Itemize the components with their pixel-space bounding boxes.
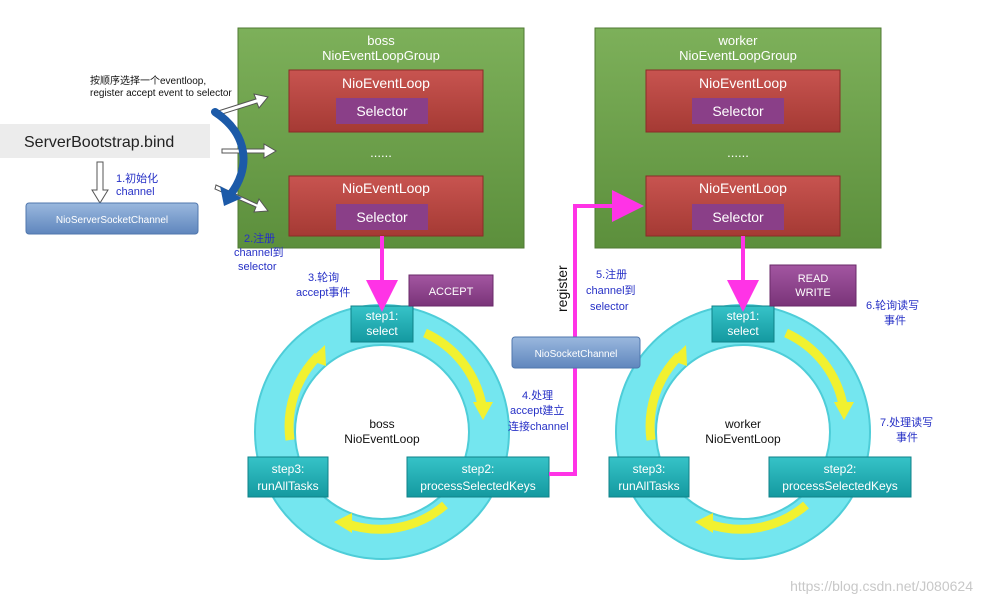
ring-arrow-icon bbox=[343, 501, 448, 534]
boss-group-subtitle: NioEventLoopGroup bbox=[322, 48, 440, 63]
worker-eventloop-1: NioEventLoop Selector bbox=[645, 69, 841, 133]
init-channel-label-line1: 1.初始化 bbox=[116, 171, 158, 185]
register-socket-label-line2: channel到 bbox=[586, 284, 636, 297]
worker-eventloop-1-selector bbox=[692, 98, 784, 124]
boss-eventloop-1: NioEventLoop Selector bbox=[288, 69, 484, 133]
worker-ellipsis: ...... bbox=[727, 145, 749, 160]
worker-step1-line1: step1: bbox=[727, 309, 760, 323]
nio-server-socket-channel bbox=[25, 202, 199, 235]
boss-eventloop-2-label: NioEventLoop bbox=[342, 180, 430, 196]
register-vertical-label: register bbox=[554, 265, 570, 312]
curved-blue-arrow-icon bbox=[211, 108, 248, 199]
process-rw-label-line2: 事件 bbox=[896, 431, 918, 444]
worker-step3-line2: runAllTasks bbox=[618, 479, 679, 493]
boss-step3-line1: step3: bbox=[272, 462, 305, 476]
worker-eventloop-2: NioEventLoop Selector bbox=[645, 175, 841, 237]
init-channel-label-line2: channel bbox=[116, 186, 155, 198]
boss-step1-line2: select bbox=[366, 324, 398, 338]
curved-blue-arrowhead-icon bbox=[220, 186, 242, 206]
worker-eventloop-2-label: NioEventLoop bbox=[699, 180, 787, 196]
boss-loop-center-line2: NioEventLoop bbox=[344, 432, 420, 446]
read-write-tag-line1: READ bbox=[798, 273, 829, 285]
poll-rw-label-line1: 6.轮询读写 bbox=[866, 298, 919, 312]
boss-eventloop-1-label: NioEventLoop bbox=[342, 75, 430, 91]
init-down-arrow-icon bbox=[91, 161, 109, 204]
process-accept-label-line3: 连接channel bbox=[508, 420, 569, 433]
boss-step2 bbox=[406, 456, 550, 498]
nio-socket-channel bbox=[511, 336, 641, 369]
ring-arrow-icon bbox=[704, 501, 809, 534]
worker-group-title: worker bbox=[717, 33, 758, 48]
worker-step3-line1: step3: bbox=[633, 462, 666, 476]
select-eventloop-note-line2: register accept event to selector bbox=[90, 88, 232, 99]
watermark: https://blog.csdn.net/J080624 bbox=[790, 578, 973, 594]
ring-arrowhead-icon bbox=[695, 513, 713, 533]
boss-step3-line2: runAllTasks bbox=[257, 479, 318, 493]
register-socket-label-line1: 5.注册 bbox=[596, 267, 627, 281]
boss-step2-line1: step2: bbox=[462, 462, 495, 476]
ring-arrowhead-icon bbox=[309, 345, 326, 366]
worker-eventloop-2-selector-label: Selector bbox=[712, 209, 764, 225]
ring-arrow-icon bbox=[423, 328, 487, 406]
ring-arrow-icon bbox=[784, 328, 848, 406]
poll-accept-label-line2: accept事件 bbox=[296, 286, 350, 299]
process-accept-label-line1: 4.处理 bbox=[522, 389, 553, 402]
register-channel-label-line2: channel到 bbox=[234, 246, 284, 259]
process-rw-label-line1: 7.处理读写 bbox=[880, 415, 933, 429]
boss-ellipsis: ...... bbox=[370, 145, 392, 160]
boss-group-title: boss bbox=[367, 33, 395, 48]
worker-group: worker NioEventLoopGroup NioEventLoop Se… bbox=[594, 27, 882, 249]
register-channel-label-line3: selector bbox=[238, 261, 277, 273]
poll-rw-label-line2: 事件 bbox=[884, 314, 906, 327]
accept-tag bbox=[408, 274, 494, 307]
ring-arrowhead-icon bbox=[834, 402, 854, 420]
boss-eventloop-2-selector bbox=[336, 204, 428, 230]
select-eventloop-note-line1: 按顺序选择一个eventloop, bbox=[90, 74, 206, 87]
boss-step1-line1: step1: bbox=[366, 309, 399, 323]
register-channel-label-line1: 2.注册 bbox=[244, 231, 275, 245]
ring-arrowhead-icon bbox=[670, 345, 687, 366]
ring-arrow-icon bbox=[284, 352, 322, 441]
worker-eventloop-2-selector bbox=[692, 204, 784, 230]
accept-tag-label: ACCEPT bbox=[429, 286, 474, 298]
worker-eventloop-1-label: NioEventLoop bbox=[699, 75, 787, 91]
boss-eventloop-2-selector-label: Selector bbox=[356, 209, 408, 225]
worker-step2-line2: processSelectedKeys bbox=[782, 479, 897, 493]
boss-step2-line2: processSelectedKeys bbox=[420, 479, 535, 493]
worker-group-subtitle: NioEventLoopGroup bbox=[679, 48, 797, 63]
boss-loop-center-line1: boss bbox=[369, 417, 394, 431]
select-arrow-2-icon bbox=[221, 143, 277, 159]
boss-eventloop-1-selector-label: Selector bbox=[356, 103, 408, 119]
worker-loop-center-line2: NioEventLoop bbox=[705, 432, 781, 446]
read-write-tag bbox=[769, 264, 857, 307]
poll-accept-label-line1: 3.轮询 bbox=[308, 270, 339, 284]
ring-arrowhead-icon bbox=[334, 513, 352, 533]
server-bootstrap-box bbox=[0, 124, 210, 158]
worker-step1 bbox=[711, 305, 775, 343]
worker-step2-line1: step2: bbox=[824, 462, 857, 476]
worker-loop-center-line1: worker bbox=[724, 417, 761, 431]
worker-step2 bbox=[768, 456, 912, 498]
process-accept-label-line2: accept建立 bbox=[510, 403, 564, 417]
ring-arrowhead-icon bbox=[473, 402, 493, 420]
nio-socket-channel-label: NioSocketChannel bbox=[535, 349, 618, 360]
read-write-tag-line2: WRITE bbox=[795, 287, 830, 299]
worker-step1-line2: select bbox=[727, 324, 759, 338]
ring-arrow-icon bbox=[645, 352, 683, 441]
boss-eventloop-2: NioEventLoop Selector bbox=[288, 175, 484, 237]
nio-server-socket-channel-label: NioServerSocketChannel bbox=[56, 215, 168, 226]
worker-step3 bbox=[608, 456, 690, 498]
boss-eventloop-1-selector bbox=[336, 98, 428, 124]
boss-step3 bbox=[247, 456, 329, 498]
server-bootstrap-label: ServerBootstrap.bind bbox=[24, 134, 174, 151]
register-socket-label-line3: selector bbox=[590, 301, 629, 313]
worker-eventloop-1-selector-label: Selector bbox=[712, 103, 764, 119]
boss-group: boss NioEventLoopGroup NioEventLoop Sele… bbox=[237, 27, 525, 249]
